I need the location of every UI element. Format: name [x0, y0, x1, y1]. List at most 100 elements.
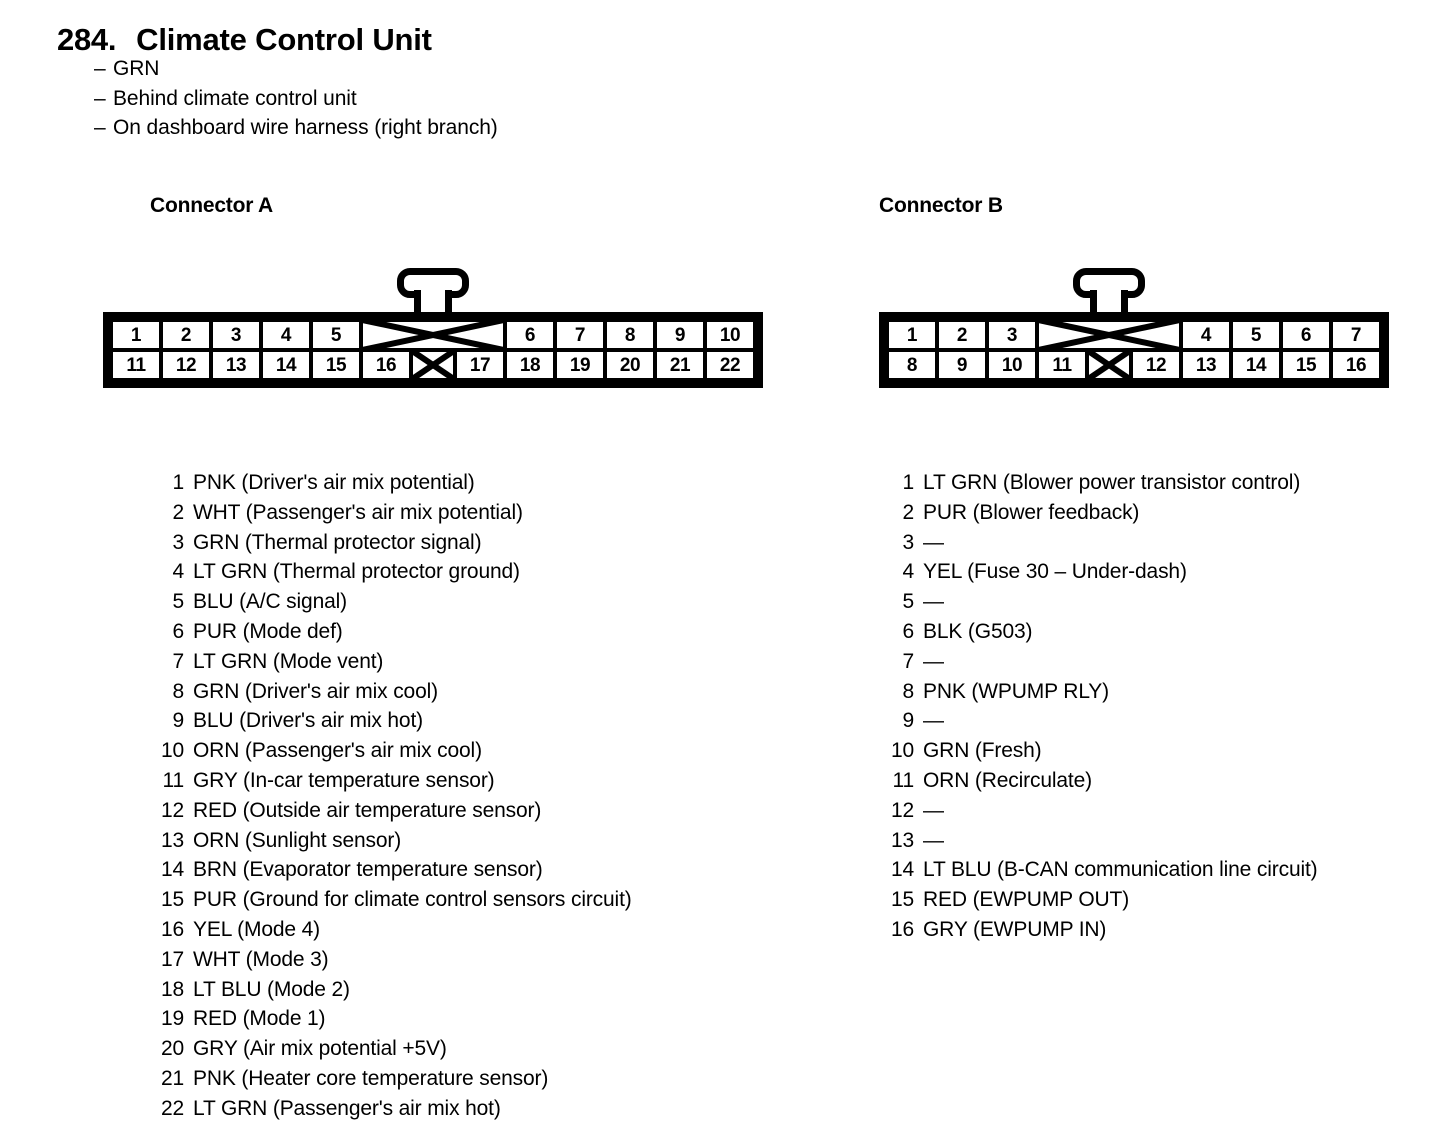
pin-description: ORN (Recirculate) — [923, 768, 1092, 792]
connector-latch-icon — [103, 268, 763, 312]
pin-number: 7 — [902, 649, 914, 673]
blanked-cavity — [363, 322, 503, 348]
latch-neck — [414, 290, 452, 312]
pin-description: PNK (Heater core temperature sensor) — [193, 1066, 549, 1090]
pin-cavity-21: 21 — [657, 352, 703, 378]
pin-cavity-9: 9 — [657, 322, 703, 348]
pin-list-item: 17 WHT (Mode 3) — [150, 945, 632, 975]
pin-list-item: 5— — [880, 587, 1318, 617]
pin-description: RED (Outside air temperature sensor) — [193, 798, 542, 822]
pin-description: PNK (WPUMP RLY) — [923, 679, 1109, 703]
page-title-number: 284. — [57, 22, 117, 57]
pin-description: LT GRN (Thermal protector ground) — [193, 560, 520, 584]
pin-list-item: 22 LT GRN (Passenger's air mix hot) — [150, 1094, 632, 1124]
page-header: 284. Climate Control Unit — [57, 22, 432, 58]
latch-neck — [1090, 290, 1128, 312]
pin-number: 9 — [172, 709, 184, 733]
pin-cavity-12: 12 — [163, 352, 209, 378]
pin-description: GRY (Air mix potential +5V) — [193, 1037, 447, 1061]
pin-number: 8 — [172, 679, 184, 703]
pin-cavity-7: 7 — [1333, 322, 1379, 348]
pin-description: PUR (Blower feedback) — [923, 500, 1140, 524]
pin-list-item: 2 PUR (Blower feedback) — [880, 498, 1318, 528]
pin-cavity-2: 2 — [163, 322, 209, 348]
pin-number: 5 — [902, 590, 914, 614]
pin-number: 21 — [160, 1066, 184, 1090]
pin-description: — — [923, 530, 944, 554]
pin-number: 2 — [172, 500, 184, 524]
note-line: –Behind climate control unit — [94, 84, 498, 114]
pin-description: WHT (Mode 3) — [193, 947, 329, 971]
pin-description: — — [923, 828, 944, 852]
pin-number: 14 — [160, 858, 184, 882]
pin-number: 15 — [160, 888, 184, 912]
header-notes: –GRN –Behind climate control unit –On da… — [94, 54, 498, 143]
pin-cavity-5: 5 — [1233, 322, 1279, 348]
pin-description: — — [923, 649, 944, 673]
pin-description: PUR (Ground for climate control sensors … — [193, 888, 632, 912]
pin-cavity-3: 3 — [213, 322, 259, 348]
pin-cavity-6: 6 — [507, 322, 553, 348]
pin-cavity-8: 8 — [889, 352, 935, 378]
pin-list-item: 13 — — [880, 826, 1318, 856]
pin-cavity-15: 15 — [313, 352, 359, 378]
pin-description: GRY (EWPUMP IN) — [923, 917, 1107, 941]
pin-number: 12 — [160, 798, 184, 822]
pin-number: 12 — [890, 798, 914, 822]
pin-cavity-3: 3 — [989, 322, 1035, 348]
connector-a-label: Connector A — [150, 194, 274, 217]
connector-latch-icon — [879, 268, 1389, 312]
pin-number: 13 — [890, 828, 914, 852]
pin-description: GRN (Thermal protector signal) — [193, 530, 482, 554]
pin-number: 7 — [172, 649, 184, 673]
pin-number: 3 — [902, 530, 914, 554]
pin-number: 9 — [902, 709, 914, 733]
pin-cavity-9: 9 — [939, 352, 985, 378]
pin-cavity-16: 16 — [1333, 352, 1379, 378]
pin-number: 20 — [160, 1037, 184, 1061]
pin-cavity-11: 11 — [113, 352, 159, 378]
pin-cavity-20: 20 — [607, 352, 653, 378]
pin-list-item: 12 RED (Outside air temperature sensor) — [150, 796, 632, 826]
pin-description: GRY (In-car temperature sensor) — [193, 768, 495, 792]
pin-cavity-14: 14 — [1233, 352, 1279, 378]
pin-number: 22 — [160, 1096, 184, 1120]
pin-list-item: 15 PUR (Ground for climate control sensor… — [150, 885, 632, 915]
pin-description: YEL (Mode 4) — [193, 917, 320, 941]
pin-number: 17 — [160, 947, 184, 971]
pin-number: 16 — [160, 917, 184, 941]
pin-number: 2 — [902, 500, 914, 524]
pin-cavity-10: 10 — [707, 322, 753, 348]
pin-description: RED (EWPUMP OUT) — [923, 888, 1130, 912]
pin-description: GRN (Fresh) — [923, 739, 1042, 763]
blanked-cavity — [1089, 352, 1129, 378]
note-line: –GRN — [94, 54, 498, 84]
pin-cavity-19: 19 — [557, 352, 603, 378]
pin-cavity-8: 8 — [607, 322, 653, 348]
pin-number: 6 — [902, 619, 914, 643]
pin-number: 4 — [902, 560, 914, 584]
pin-number: 3 — [172, 530, 184, 554]
pin-description: ORN (Sunlight sensor) — [193, 828, 402, 852]
pin-description: LT GRN (Passenger's air mix hot) — [193, 1096, 501, 1120]
connector-b-label: Connector B — [879, 194, 1003, 217]
pin-cavity-2: 2 — [939, 322, 985, 348]
pin-description: — — [923, 709, 944, 733]
pin-number: 10 — [890, 739, 914, 763]
